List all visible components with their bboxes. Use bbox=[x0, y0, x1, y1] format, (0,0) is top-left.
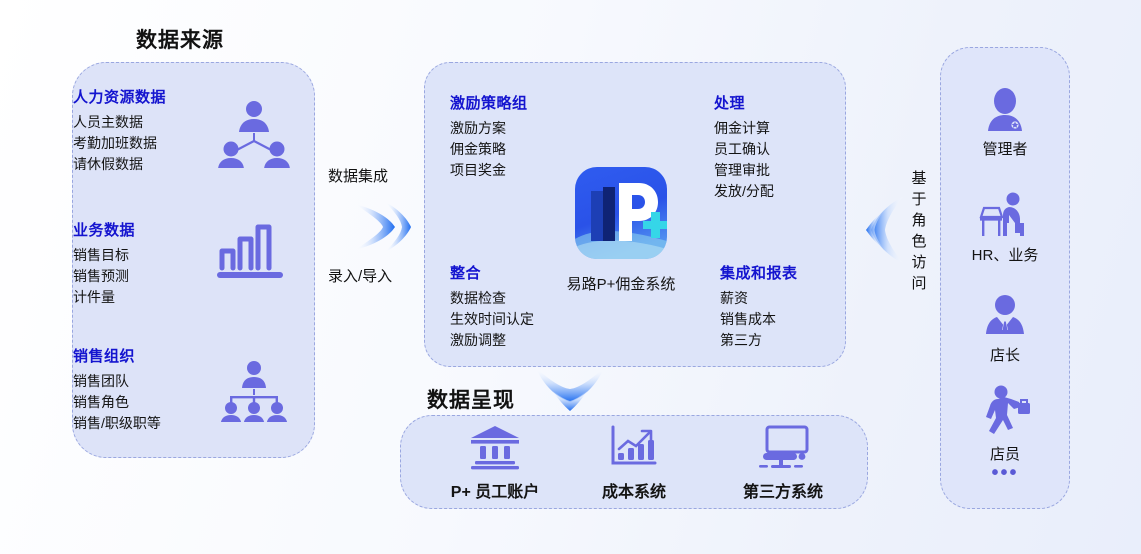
logo-caption: 易路P+佣金系统 bbox=[566, 276, 676, 293]
center-group-reports: 集成和报表 薪资 销售成本 第三方 bbox=[720, 262, 798, 351]
role-label-store-staff: 店员 bbox=[989, 446, 1020, 463]
center-group-processing: 处理 佣金计算 员工确认 管理审批 发放/分配 bbox=[714, 92, 774, 202]
people-group-icon bbox=[218, 100, 290, 168]
source-group-business-item-2: 计件量 bbox=[73, 289, 115, 305]
presentation-tile-cost-system[interactable]: 成本系统 bbox=[575, 424, 693, 502]
bar-chart-icon bbox=[216, 218, 284, 280]
arrow-down-icon bbox=[530, 368, 610, 416]
center-group-strategy-item-2: 项目奖金 bbox=[450, 162, 506, 178]
growth-chart-icon bbox=[575, 424, 693, 470]
center-group-reports-item-0: 薪资 bbox=[720, 290, 748, 306]
center-group-processing-item-0: 佣金计算 bbox=[714, 120, 770, 136]
source-group-sales-org: 销售组织 销售团队 销售角色 销售/职级职等 bbox=[73, 345, 161, 434]
role-access-char-2: 角 bbox=[911, 212, 927, 229]
center-group-reports-heading: 集成和报表 bbox=[720, 265, 798, 282]
role-access-char-1: 于 bbox=[911, 191, 927, 208]
role-label-hr-business: HR、业务 bbox=[971, 247, 1039, 264]
connector-label-data-integration: 数据集成 bbox=[328, 168, 389, 185]
presentation-tile-label-2: 第三方系统 bbox=[742, 484, 823, 501]
presentation-tile-label-0: P+ 员工账户 bbox=[450, 484, 540, 501]
center-group-reports-item-1: 销售成本 bbox=[720, 311, 776, 327]
center-group-processing-item-3: 发放/分配 bbox=[714, 183, 774, 199]
source-group-sales-org-heading: 销售组织 bbox=[73, 348, 136, 365]
presentation-tile-label-1: 成本系统 bbox=[601, 484, 666, 501]
center-group-strategy: 激励策略组 激励方案 佣金策略 项目奖金 bbox=[450, 92, 528, 181]
center-group-integration-item-0: 数据检查 bbox=[450, 290, 506, 306]
presentation-tile-employee-account[interactable]: P+ 员工账户 bbox=[430, 424, 560, 502]
bank-icon bbox=[430, 424, 560, 470]
source-group-sales-org-item-0: 销售团队 bbox=[73, 373, 129, 389]
p-plus-app-logo bbox=[575, 167, 667, 259]
role-item-manager[interactable]: 管理者 bbox=[940, 88, 1070, 159]
role-item-store-manager[interactable]: 店长 bbox=[940, 294, 1070, 365]
center-group-strategy-heading: 激励策略组 bbox=[450, 95, 528, 112]
data-source-panel bbox=[72, 62, 315, 458]
center-group-integration-heading: 整合 bbox=[450, 265, 482, 282]
center-group-integration-item-2: 激励调整 bbox=[450, 332, 506, 348]
role-access-char-5: 问 bbox=[911, 275, 927, 292]
source-group-sales-org-item-2: 销售/职级职等 bbox=[73, 415, 161, 431]
center-group-processing-item-1: 员工确认 bbox=[714, 141, 770, 157]
role-item-store-staff[interactable]: 店员 bbox=[940, 385, 1070, 464]
role-access-char-4: 访 bbox=[911, 254, 927, 271]
source-group-sales-org-item-1: 销售角色 bbox=[73, 394, 129, 410]
source-group-hr-item-1: 考勤加班数据 bbox=[73, 135, 157, 151]
arrow-right-icon bbox=[355, 196, 415, 258]
source-group-business: 业务数据 销售目标 销售预测 计件量 bbox=[73, 219, 135, 308]
source-group-hr-heading: 人力资源数据 bbox=[73, 89, 167, 106]
role-access-char-3: 色 bbox=[911, 233, 927, 250]
source-group-hr: 人力资源数据 人员主数据 考勤加班数据 请休假数据 bbox=[73, 86, 166, 175]
org-chart-icon bbox=[218, 360, 290, 422]
arrow-left-icon bbox=[862, 190, 904, 270]
role-item-hr-business[interactable]: HR、业务 bbox=[940, 192, 1070, 265]
center-group-reports-item-2: 第三方 bbox=[720, 332, 762, 348]
user-avatar-icon bbox=[940, 88, 1070, 132]
center-group-strategy-item-1: 佣金策略 bbox=[450, 141, 506, 157]
roles-more-indicator: ••• bbox=[991, 462, 1019, 484]
role-label-manager: 管理者 bbox=[982, 141, 1028, 158]
connector-label-entry-import: 录入/导入 bbox=[328, 268, 393, 285]
center-group-integration: 整合 数据检查 生效时间认定 激励调整 bbox=[450, 262, 534, 351]
connector-label-role-based-access: 基 于 角 色 访 问 bbox=[910, 168, 928, 294]
center-group-integration-item-1: 生效时间认定 bbox=[450, 311, 534, 327]
center-group-strategy-item-0: 激励方案 bbox=[450, 120, 506, 136]
walking-person-icon bbox=[940, 385, 1070, 437]
source-group-business-item-0: 销售目标 bbox=[73, 247, 129, 263]
source-group-hr-item-2: 请休假数据 bbox=[73, 156, 143, 172]
page-title-data-presentation: 数据呈现 bbox=[427, 389, 515, 412]
center-group-processing-item-2: 管理审批 bbox=[714, 162, 770, 178]
page-title-data-source: 数据来源 bbox=[136, 29, 224, 52]
person-at-desk-icon bbox=[940, 192, 1070, 238]
source-group-hr-item-0: 人员主数据 bbox=[73, 114, 143, 130]
presentation-tile-third-party[interactable]: 第三方系统 bbox=[718, 424, 848, 502]
center-group-processing-heading: 处理 bbox=[714, 95, 746, 112]
role-access-char-0: 基 bbox=[911, 170, 927, 187]
role-label-store-manager: 店长 bbox=[989, 347, 1020, 364]
source-group-business-heading: 业务数据 bbox=[73, 222, 136, 239]
manager-suit-icon bbox=[940, 294, 1070, 338]
desktop-computer-icon bbox=[718, 424, 848, 470]
source-group-business-item-1: 销售预测 bbox=[73, 268, 129, 284]
